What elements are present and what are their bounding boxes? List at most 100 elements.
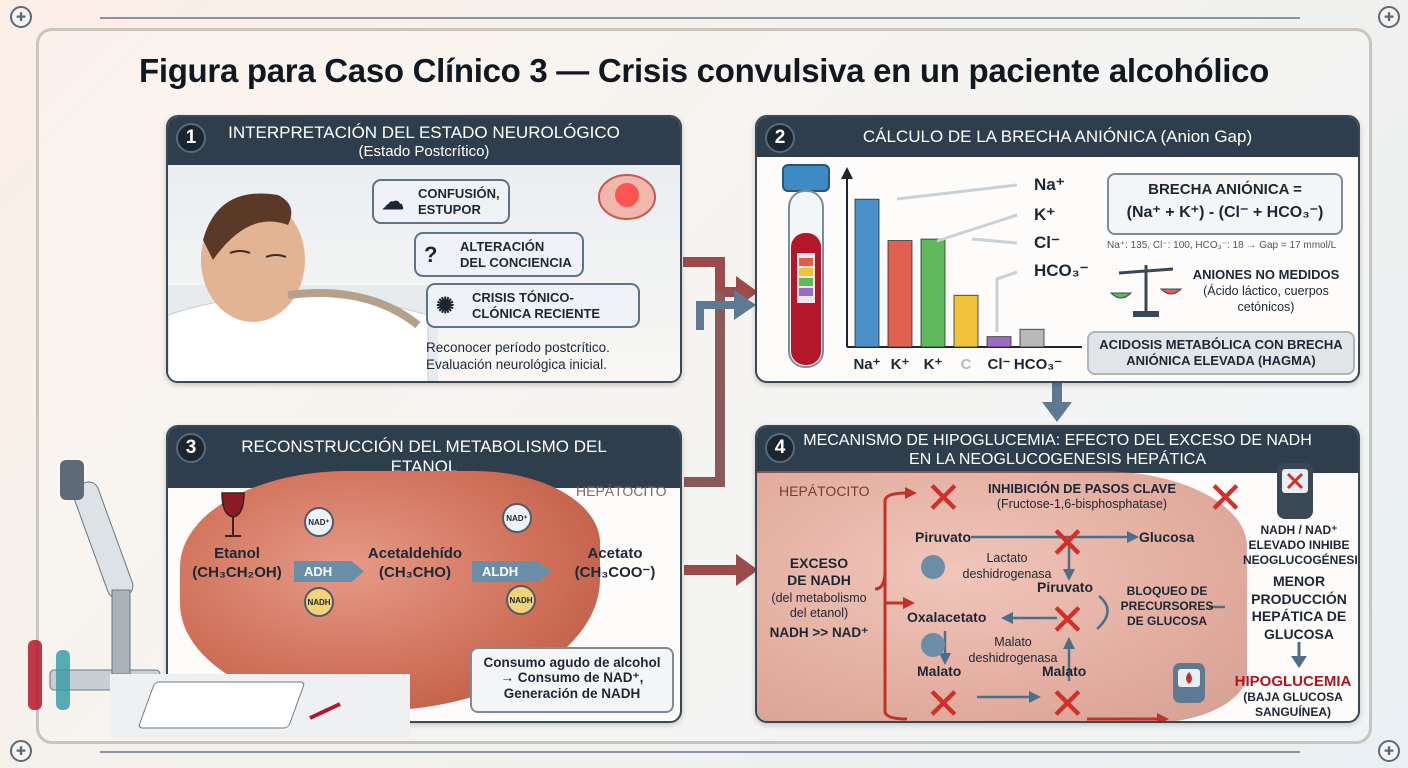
- bar: [854, 198, 880, 348]
- panel-header: MECANISMO DE HIPOGLUCEMIA: EFECTO DEL EX…: [757, 427, 1358, 474]
- tick-label: Na⁺: [853, 356, 880, 373]
- bottom-divider: [100, 751, 1300, 753]
- bar: [986, 336, 1012, 348]
- note-line: Evaluación neurológica inicial.: [426, 356, 607, 372]
- panel-title: CÁLCULO DE LA BRECHA ANIÓNICA (Anion Gap…: [862, 127, 1253, 146]
- nadh-coin: NADH: [304, 587, 334, 617]
- blood-tube-icon: [782, 164, 830, 368]
- arrow-label-cl: Cl⁻: [1034, 233, 1060, 252]
- malate2-label: Malato: [1042, 663, 1087, 679]
- formula-box: BRECHA ANIÓNICA = (Na⁺ + K⁺) - (Cl⁻ + HC…: [1107, 173, 1343, 235]
- panel-header: CÁLCULO DE LA BRECHA ANIÓNICA (Anion Gap…: [757, 117, 1358, 158]
- medical-icon: ✚: [1378, 6, 1400, 28]
- panel-header: INTERPRETACIÓN DEL ESTADO NEUROLÓGICO (E…: [168, 117, 680, 168]
- block-x-icon: ✕: [1049, 595, 1086, 646]
- page-title: Figura para Caso Clínico 3 — Crisis conv…: [138, 52, 1270, 89]
- electrolyte-bar-chart: Na⁺ K⁺ K⁺ C Cl⁻ HCO₃⁻: [841, 167, 1082, 373]
- clipboard-illustration: [110, 674, 410, 738]
- liver-background: [757, 471, 1247, 721]
- nad-coin: NAD⁺: [502, 503, 532, 533]
- excess-line: (del metabolismo: [771, 591, 867, 605]
- tick-label: C: [961, 356, 972, 373]
- block-x-icon: ✕: [925, 473, 962, 524]
- enzyme-aldh: ALDH: [472, 561, 552, 582]
- oxaloacetate-label: Oxalacetato: [907, 609, 987, 625]
- tick-label: K⁺: [891, 356, 910, 373]
- arrow-label-na: Na⁺: [1034, 175, 1065, 194]
- acetaldehyde-label: Acetaldehído: [367, 545, 463, 562]
- glucose-label: Glucosa: [1139, 529, 1195, 545]
- panel-number: 3: [176, 433, 206, 463]
- enzyme-adh: ADH: [294, 561, 364, 582]
- block-x-icon: ✕: [1207, 473, 1244, 524]
- block-x-icon: ✕: [1049, 679, 1086, 723]
- bar: [920, 238, 946, 348]
- excess-line: EXCESO: [789, 555, 849, 571]
- ethanol-label: Etanol: [214, 545, 260, 562]
- panel-title: MECANISMO DE HIPOGLUCEMIA: EFECTO DEL EX…: [803, 432, 1312, 449]
- microscope-illustration: [28, 460, 161, 710]
- bar: [1019, 328, 1045, 348]
- result-text: ACIDOSIS METABÓLICA CON BRECHA ANIÓNICA …: [1099, 337, 1343, 369]
- values-line: Na⁺: 135, Cl⁻: 100, HCO₃⁻: 18 → Gap = 17…: [1107, 240, 1337, 251]
- panel-number: 4: [765, 433, 795, 463]
- ratio-text: NADH / NAD⁺ ELEVADO INHIBE NEOGLUCOGÉNES…: [1243, 523, 1360, 567]
- arrow-head: [734, 290, 756, 320]
- excess-ratio: NADH >> NAD⁺: [769, 625, 869, 640]
- consumption-line: → Consumo de NAD⁺,: [500, 670, 644, 685]
- bar: [887, 240, 913, 348]
- inhibition-sub: (Fructose-1,6-bisphosphatase): [996, 497, 1168, 511]
- lactate-dh-label: Lactato deshidrogenasa: [962, 551, 1052, 581]
- region-label: HEPÁTOCITO: [779, 483, 870, 499]
- block-x-icon: ✕: [1049, 518, 1086, 569]
- balance-scale-icon: [1109, 265, 1183, 317]
- region-label: HEPÁTOCITO: [576, 483, 667, 499]
- block-x-icon: ✕: [925, 679, 962, 723]
- malate-label: Malato: [917, 663, 962, 679]
- pyruvate-label: Piruvato: [915, 529, 972, 545]
- nadh-coin: NADH: [506, 585, 536, 615]
- hypoglycemia-sub: (BAJA GLUCOSA SANGUÍNEA): [1243, 690, 1343, 719]
- unmeasured-title: ANIONES NO MEDIDOS: [1192, 267, 1340, 282]
- note-line: Reconocer período postcrítico.: [426, 340, 610, 355]
- panel-hypoglycemia: MECANISMO DE HIPOGLUCEMIA: EFECTO DEL EX…: [755, 425, 1360, 723]
- excess-line: del etanol): [789, 606, 849, 620]
- acetaldehyde-formula: (CH₃CHO): [379, 564, 451, 581]
- medical-icon: ✚: [1378, 740, 1400, 762]
- wine-glass-icon: [221, 492, 245, 537]
- glucometer-drop-icon: [1173, 663, 1205, 703]
- arrow-head: [1042, 402, 1072, 422]
- unmeasured-desc: (Ácido láctico, cuerpos cetónicos): [1203, 284, 1329, 314]
- consumption-line: Generación de NADH: [503, 686, 641, 701]
- top-divider: [100, 17, 1300, 19]
- panel-title: INTERPRETACIÓN DEL ESTADO NEUROLÓGICO: [228, 123, 620, 142]
- panel-neurological: INTERPRETACIÓN DEL ESTADO NEUROLÓGICO (E…: [166, 115, 682, 383]
- ethanol-formula: (CH₃CH₂OH): [192, 564, 282, 581]
- brain-icon: [598, 174, 656, 220]
- result-box: ACIDOSIS METABÓLICA CON BRECHA ANIÓNICA …: [1087, 331, 1355, 375]
- pyruvate2-label: Piruvato: [1037, 579, 1094, 595]
- excess-line: DE NADH: [787, 572, 851, 588]
- consumption-box: Consumo agudo de alcohol → Consumo de NA…: [470, 647, 674, 713]
- tick-label: HCO₃⁻: [1014, 356, 1062, 373]
- tick-label: K⁺: [924, 356, 943, 373]
- lower-production-text: MENOR PRODUCCIÓN HEPÁTICA DE GLUCOSA: [1251, 573, 1347, 642]
- acetate-formula: (CH₃COO⁻): [574, 564, 656, 581]
- acetate-label: Acetato: [587, 545, 643, 562]
- arrow-head: [736, 554, 758, 586]
- block-title: BLOQUEO DE PRECURSORES DE GLUCOSA: [1120, 584, 1214, 628]
- panel-anion-gap: CÁLCULO DE LA BRECHA ANIÓNICA (Anion Gap…: [755, 115, 1360, 383]
- panel-title-line2: EN LA NEOGLUCOGENESIS HEPÁTICA: [909, 451, 1206, 469]
- inhibition-title: INHIBICIÓN DE PASOS CLAVE: [987, 481, 1177, 496]
- gluconeogenesis-pathway: [874, 487, 1225, 721]
- callout-seizure: ✺ CRISIS TÓNICO-CLÓNICA RECIENTE: [426, 283, 640, 329]
- medical-icon: ✚: [10, 740, 32, 762]
- callout-consciousness: ? ALTERACIÓN DEL CONCIENCIA: [414, 232, 584, 278]
- bar: [953, 294, 979, 348]
- hypoglycemia-title: HIPOGLUCEMIA: [1234, 673, 1352, 690]
- medical-icon: ✚: [10, 6, 32, 28]
- malate-dh-label: Malato deshidrogenasa: [968, 635, 1058, 665]
- panel-subtitle: (Estado Postcrítico): [358, 143, 490, 161]
- formula: (Na⁺ + K⁺) - (Cl⁻ + HCO₃⁻): [1126, 204, 1324, 221]
